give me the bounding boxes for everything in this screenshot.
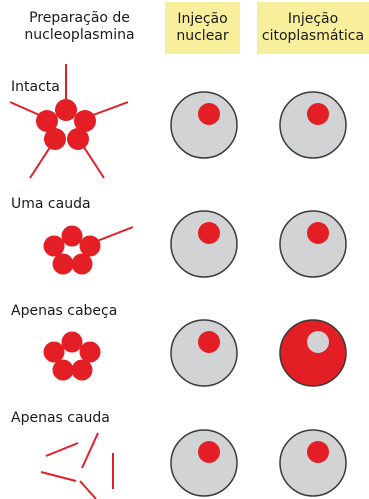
cell-head-only-nuclear — [170, 319, 238, 387]
cell-one-tail-nuclear — [170, 210, 238, 278]
cell-one-tail-cytoplasmic — [279, 210, 347, 278]
cytoplasmic-injection-header: Injeção citoplasmática — [257, 2, 369, 54]
row-label-one-tail: Uma cauda — [11, 196, 91, 212]
cell-intact-nuclear — [170, 91, 238, 159]
preparation-header: Preparação de nucleoplasmina — [24, 10, 135, 43]
cell-tail-only-nuclear — [170, 429, 238, 497]
cell-intact-cytoplasmic — [279, 91, 347, 159]
nuclear-injection-header: Injeção nuclear — [165, 2, 240, 54]
row-label-intact: Intacta — [11, 79, 60, 95]
row-label-tail-only: Apenas cauda — [11, 410, 110, 426]
row-label-head-only: Apenas cabeça — [11, 303, 118, 319]
cytoplasmic-injection-label: Injeção citoplasmática — [261, 11, 365, 44]
nuclear-injection-label: Injeção nuclear — [176, 11, 229, 44]
cell-tail-only-cytoplasmic — [279, 429, 347, 497]
cell-head-only-cytoplasmic — [279, 319, 347, 387]
